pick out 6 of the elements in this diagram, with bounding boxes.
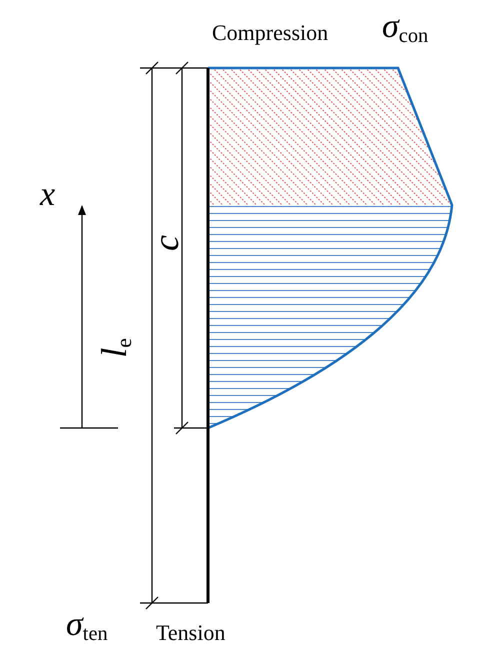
axis-label: Compression xyxy=(212,22,328,44)
axis-label: x xyxy=(40,178,56,212)
axis-label: Tension xyxy=(156,622,226,644)
dimension-label: c xyxy=(148,235,184,251)
axis-label: σ$_{con}$ xyxy=(382,10,428,44)
axis-label: σ$_{ten}$ xyxy=(66,608,108,642)
